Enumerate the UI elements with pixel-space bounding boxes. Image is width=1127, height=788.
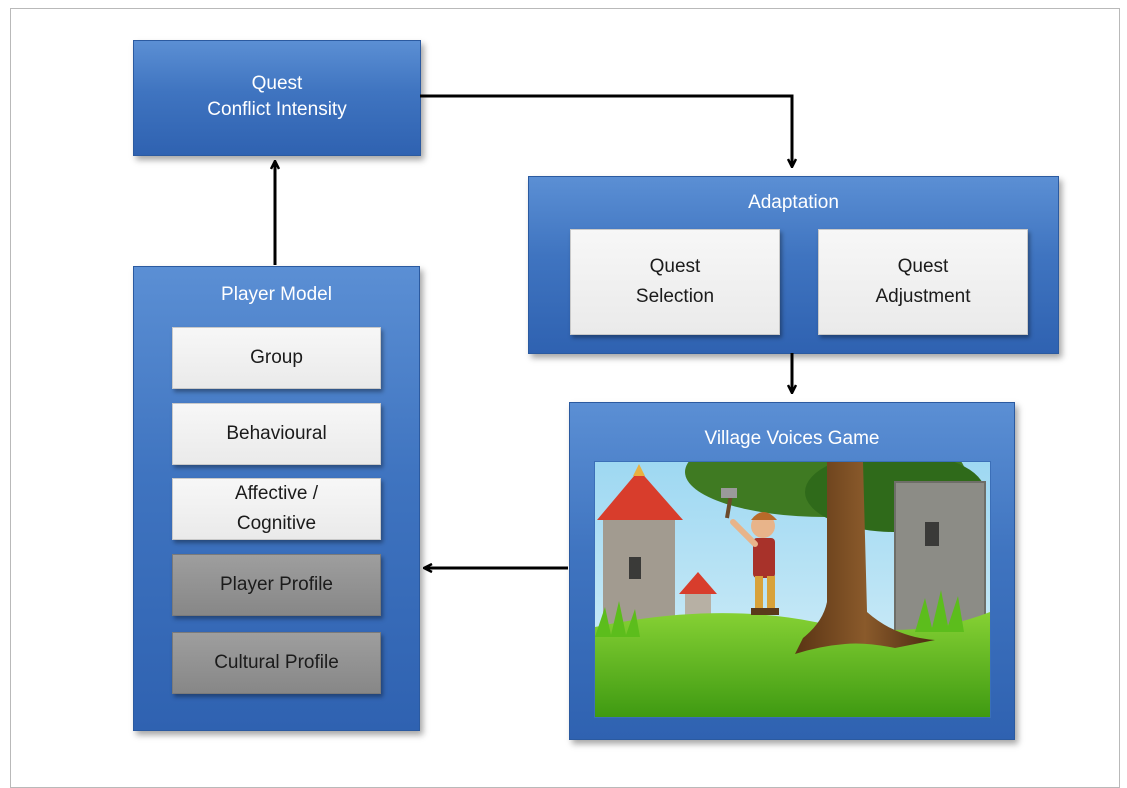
cultural-profile-item: Cultural Profile [172,632,381,694]
quest-adjustment-box: Quest Adjustment [818,229,1028,335]
behavioural-label: Behavioural [226,423,327,444]
cultural-profile-label: Cultural Profile [214,652,339,673]
village-voices-game-box: Village Voices Game [569,402,1015,740]
quest-adjustment-label: Quest Adjustment [875,256,971,307]
affective-cognitive-item: Affective / Cognitive [172,478,381,540]
player-model-box: Player Model Group Behavioural Affective… [133,266,420,731]
quest-selection-label: Quest Selection [635,256,715,307]
player-profile-item: Player Profile [172,554,381,616]
game-screenshot [594,461,991,718]
behavioural-item: Behavioural [172,403,381,465]
player-model-title: Player Model [221,284,332,305]
group-item: Group [172,327,381,389]
arrow-quest-to-adaptation [420,94,792,166]
group-label: Group [250,347,303,368]
player-profile-label: Player Profile [220,574,333,595]
adaptation-box: Adaptation Quest Selection Quest Adjustm… [528,176,1059,354]
quest-label: Quest [251,73,303,94]
quest-selection-box: Quest Selection [570,229,780,335]
adaptation-title: Adaptation [748,192,839,213]
affective-cognitive-label: Affective / Cognitive [234,483,319,534]
conflict-intensity-label: Conflict Intensity [207,99,347,120]
quest-conflict-intensity-box: Quest Conflict Intensity [133,40,421,156]
game-title: Village Voices Game [704,428,880,449]
game-scene-image [595,462,990,717]
